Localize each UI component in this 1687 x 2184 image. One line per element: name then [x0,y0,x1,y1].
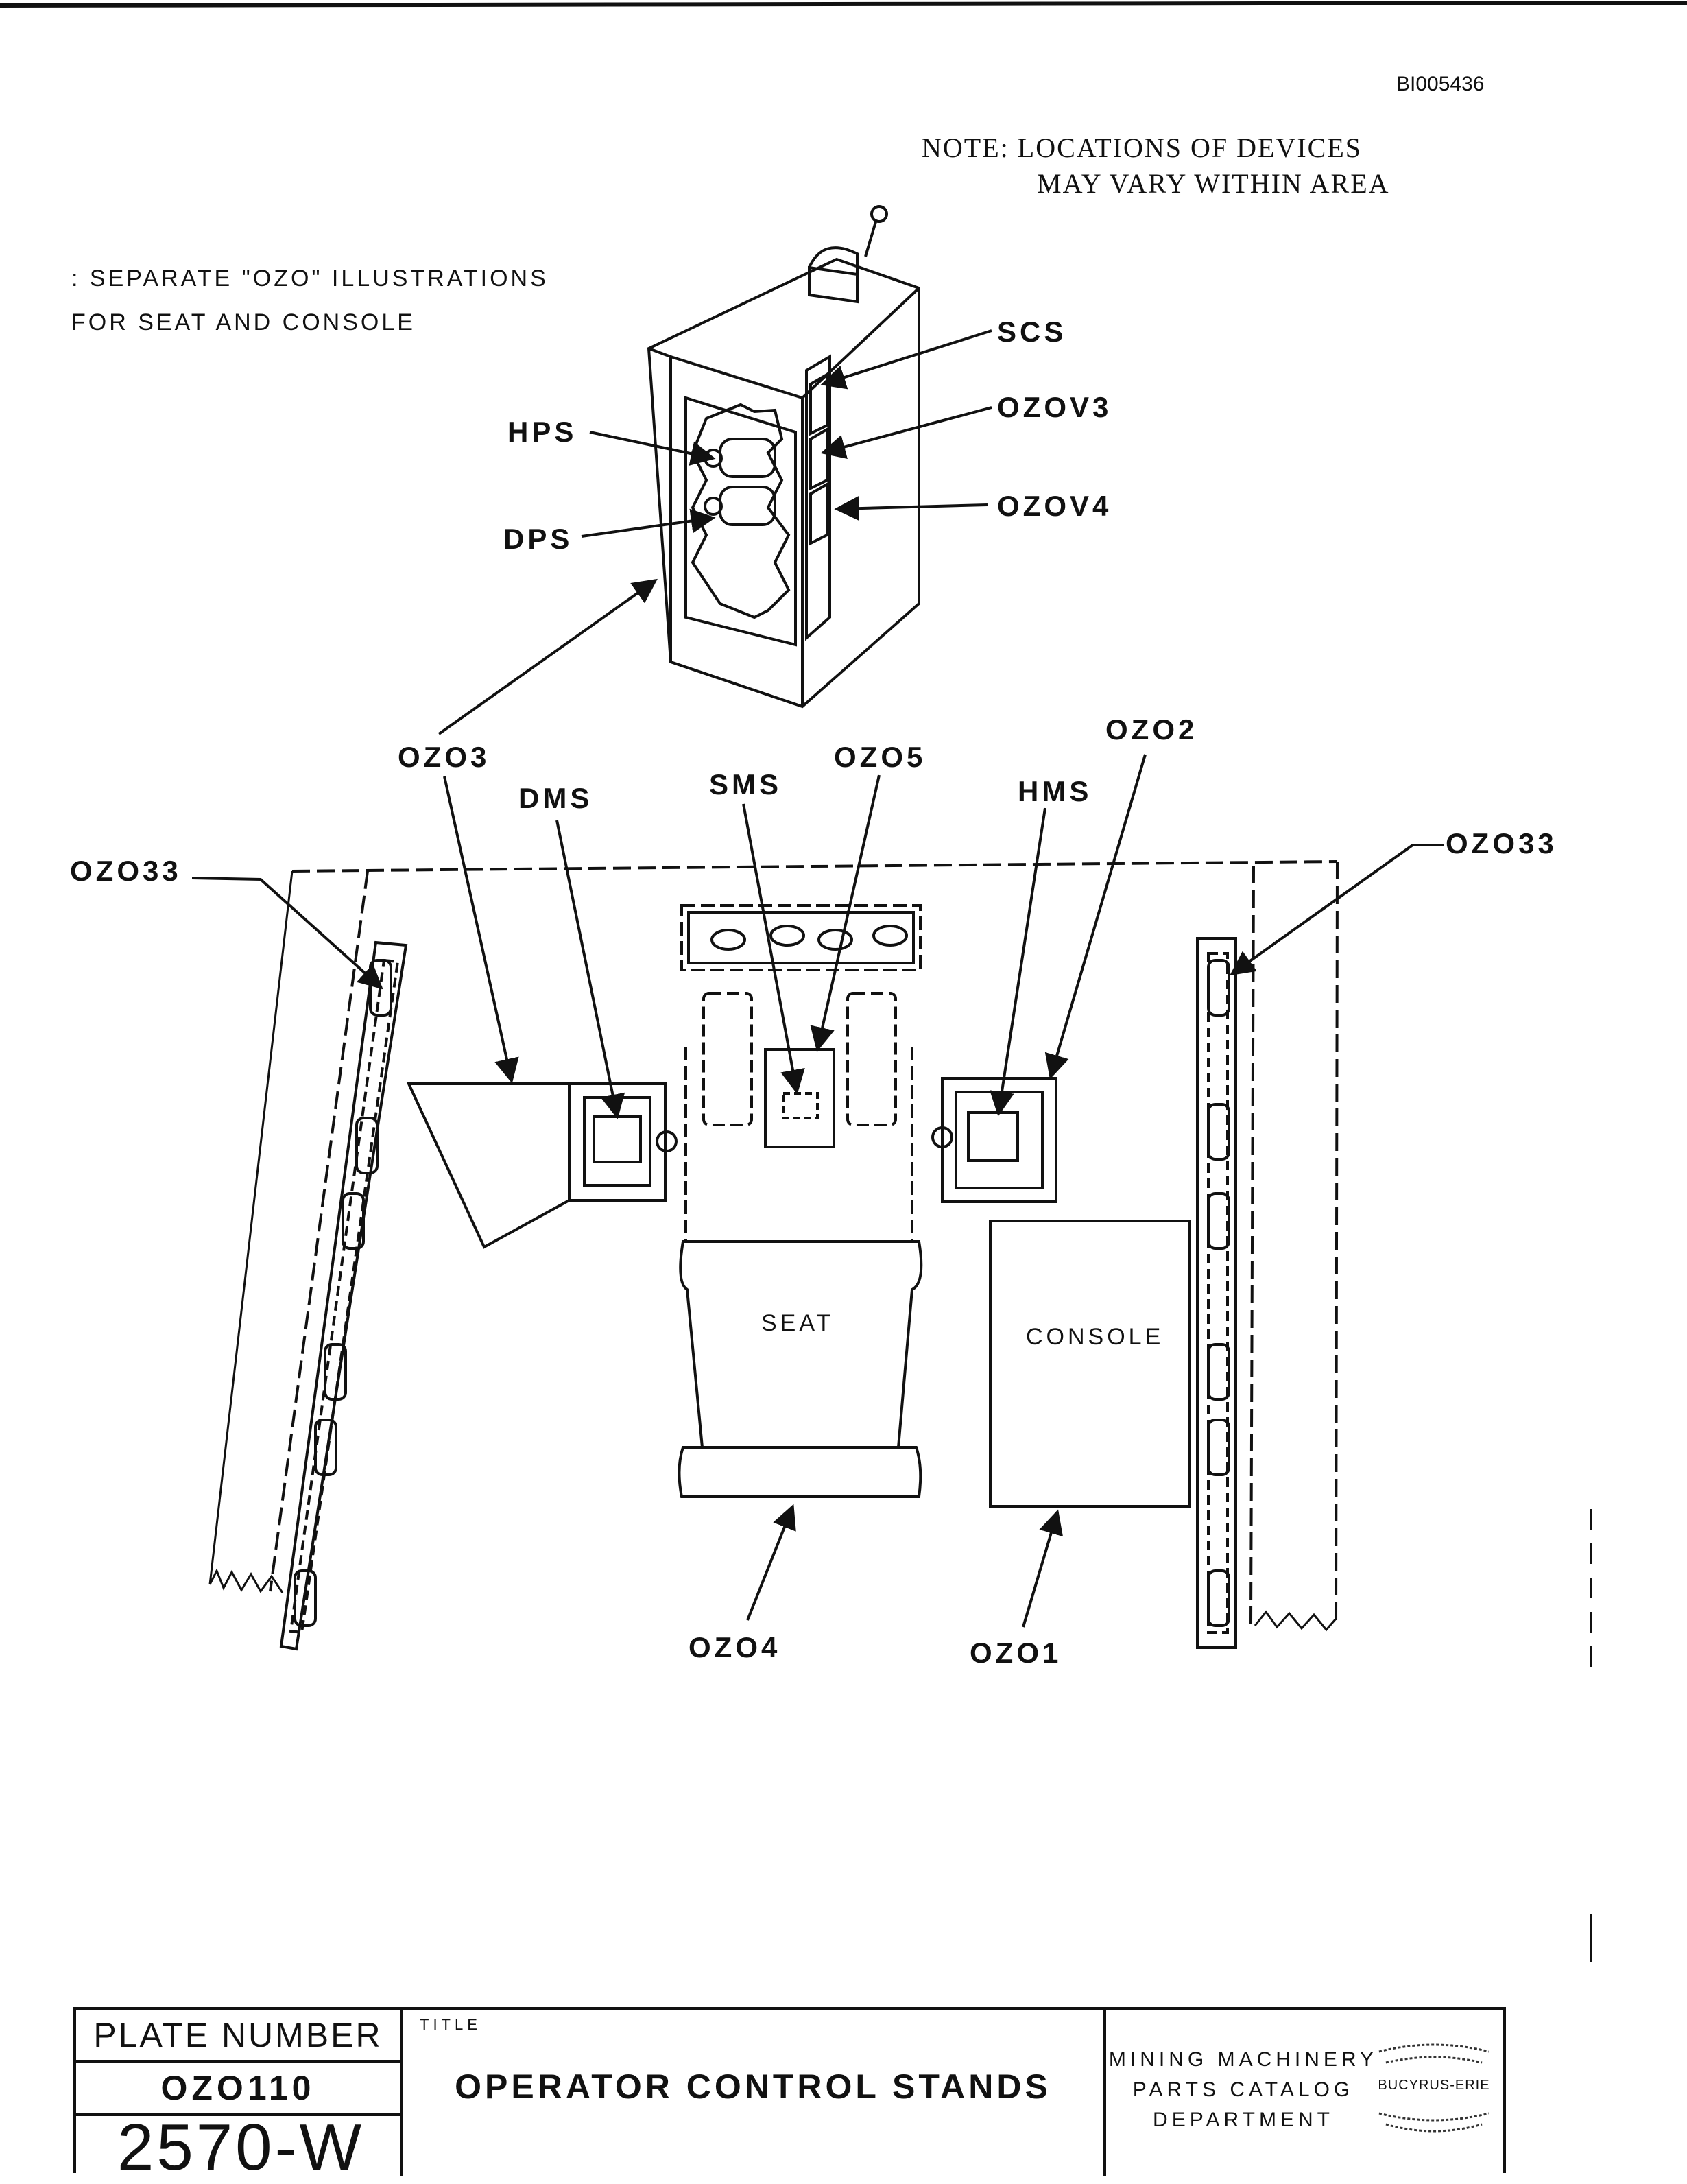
title-block: PLATE NUMBER OZO110 2570-W TITLE OPERATO… [73,2007,1506,2182]
label-ozo33-right: OZO33 [1446,827,1557,859]
ozo3-cabinet-leader [438,578,658,735]
ozo4-leader [746,1504,796,1621]
ozo1-leader [1022,1509,1064,1628]
label-console: CONSOLE [1026,1324,1164,1350]
location-note: NOTE: LOCATIONS OF DEVICES MAY VARY WITH… [922,130,1390,202]
label-scs: SCS [997,316,1067,348]
model-number: 2570-W [117,2111,365,2184]
document-id: BI005436 [1396,73,1485,95]
plan-view [208,860,1339,1651]
note-line-1: NOTE: LOCATIONS OF DEVICES [922,132,1362,163]
label-ozov3: OZOV3 [997,391,1112,423]
label-dps: DPS [503,523,573,555]
note-line-2: MAY VARY WITHIN AREA [1037,168,1390,199]
ozo33-left-leader [191,877,383,990]
ozov4-leader [834,496,988,521]
seat-outline [679,1240,923,1449]
label-dms: DMS [518,782,593,814]
hms-leader [990,807,1046,1117]
label-ozo5: OZO5 [834,741,926,773]
company-logo: BUCYRUS-ERIE [1372,2038,1496,2141]
ozo3-leader [443,776,519,1084]
label-ozo4: OZO4 [689,1631,781,1663]
scs-leader [820,329,992,390]
label-ozov4: OZOV4 [997,490,1112,522]
see-line-1: : SEPARATE "OZO" ILLUSTRATIONS [71,265,549,292]
top-border [0,1,1687,8]
label-sms: SMS [709,768,782,800]
plate-section: PLATE NUMBER OZO110 2570-W [76,2010,403,2182]
hps-leader [589,431,716,466]
logo-text: BUCYRUS-ERIE [1378,2078,1490,2093]
label-hps: HPS [507,416,577,448]
dms-leader [555,820,625,1119]
ozo5-leader [810,774,881,1052]
label-ozo2: OZO2 [1105,713,1198,746]
department-section: MINING MACHINERY PARTS CATALOG DEPARTMEN… [1106,2010,1380,2176]
label-ozo1: OZO1 [970,1637,1062,1669]
drawing-title: OPERATOR CONTROL STANDS [455,2067,1051,2106]
cabinet-isometric [647,205,920,709]
dept-line-1: MINING MACHINERY [1108,2048,1378,2071]
see-illustrations-note: : SEPARATE "OZO" ILLUSTRATIONS FOR SEAT … [71,257,549,344]
label-hms: HMS [1018,775,1092,807]
dept-line-2: PARTS CATALOG [1132,2078,1354,2101]
dps-leader [581,508,716,538]
plate-number: OZO110 [76,2063,400,2116]
console-outline [989,1220,1191,1508]
sms-leader [742,803,805,1095]
plate-number-label: PLATE NUMBER [76,2010,400,2063]
see-line-2: FOR SEAT AND CONSOLE [71,309,416,335]
title-label: TITLE [420,2016,481,2033]
label-ozo33-left: OZO33 [70,855,182,887]
dept-line-3: DEPARTMENT [1153,2109,1334,2131]
ozo33-right-leader [1230,844,1444,976]
title-section: TITLE OPERATOR CONTROL STANDS [403,2010,1106,2176]
ozov3-leader [820,406,992,459]
ozo2-leader [1044,754,1147,1080]
label-ozo3: OZO3 [398,741,490,773]
label-seat: SEAT [761,1310,835,1336]
